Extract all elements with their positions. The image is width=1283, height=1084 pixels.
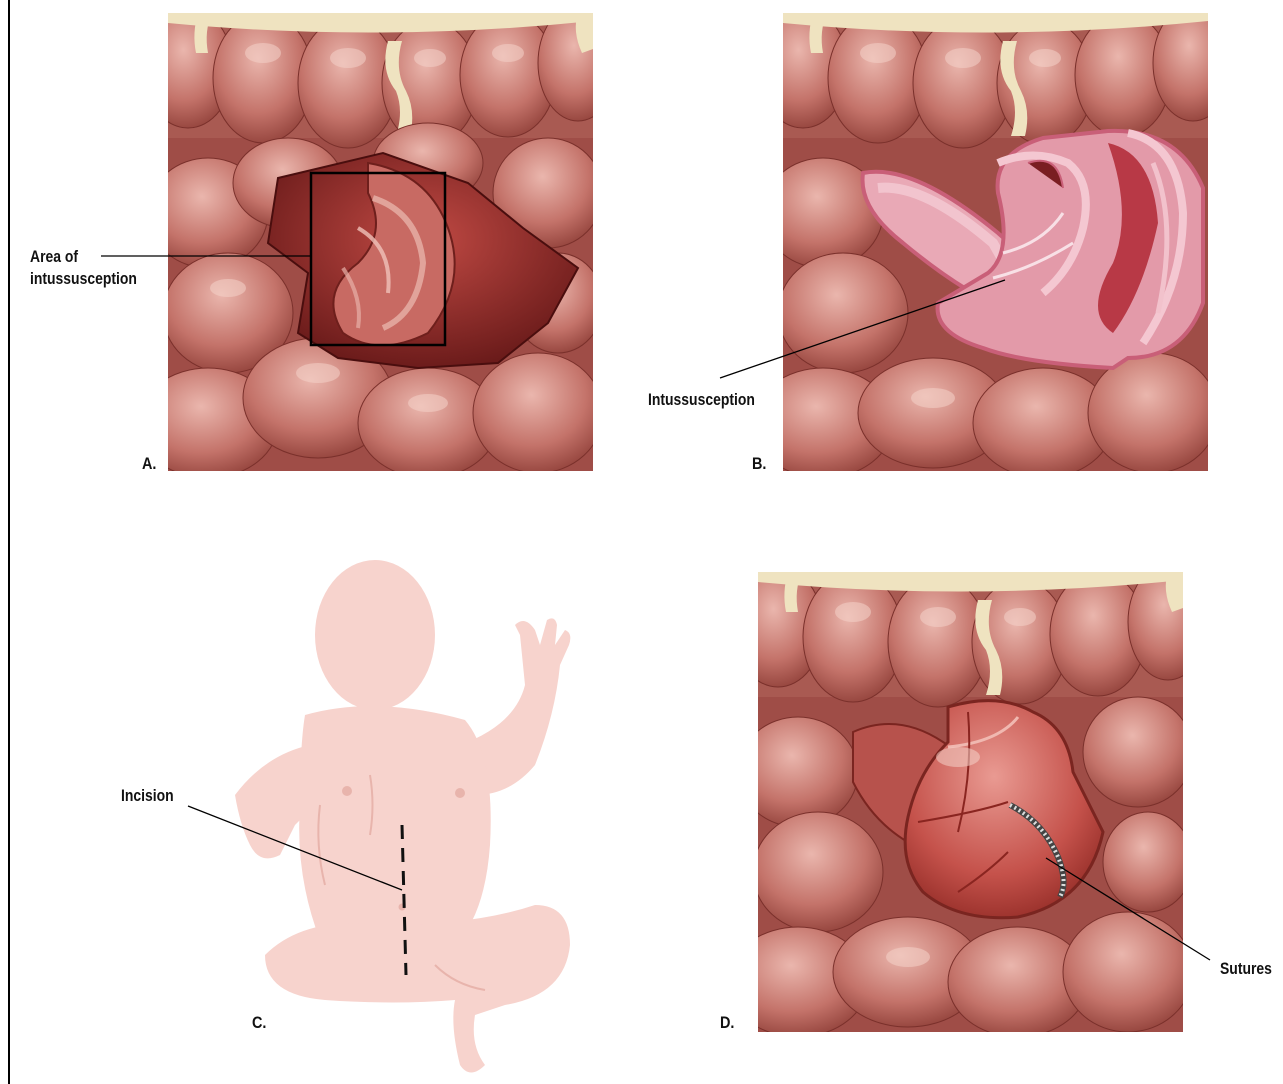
panel-letter-d: D. xyxy=(720,1013,734,1033)
callout-sutures-label: Sutures xyxy=(1220,958,1272,980)
panel-letter-c: C. xyxy=(252,1013,266,1033)
callout-intussusception-label: Intussusception xyxy=(648,389,755,411)
panel-letter-a: A. xyxy=(142,454,156,474)
callout-intussusception-area-label: intussusception xyxy=(30,268,137,290)
left-border-rule xyxy=(8,0,10,1084)
panel-letter-b: B. xyxy=(752,454,766,474)
callout-incision-label: Incision xyxy=(121,785,174,807)
panel-c-infant-illustration xyxy=(225,545,580,1080)
panel-d-illustration xyxy=(758,572,1183,1032)
panel-a-illustration xyxy=(168,13,593,471)
callout-area-of-label: Area of xyxy=(30,246,78,268)
panel-b-illustration xyxy=(783,13,1208,471)
